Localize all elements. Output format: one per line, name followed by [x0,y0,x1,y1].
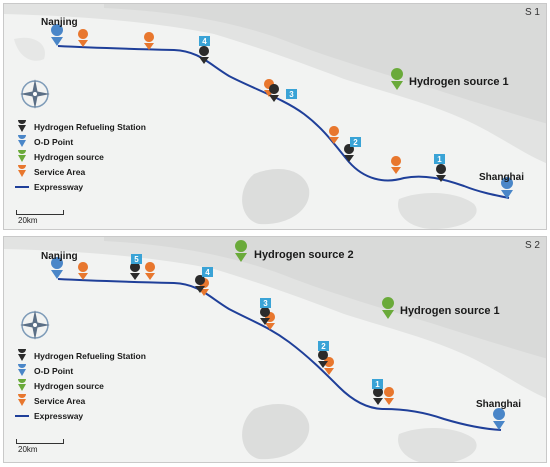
refueling-station-marker [130,262,141,280]
hydrogen-source-1-marker[interactable] [391,68,404,90]
service-area-marker [145,262,156,280]
pin-orange-icon [18,393,27,406]
legend-item: O-D Point [15,363,146,378]
refueling-station-marker [269,84,280,102]
pin-orange-icon [18,164,27,177]
panel-s1: 4 3 2 1 Nanjing Shanghai Hydrogen source… [3,3,547,230]
line-blue-icon [15,185,29,188]
pin-green-icon [18,149,27,162]
service-area-markers [78,29,402,174]
station-badge-label: 3 [263,299,268,308]
station-badge [131,254,142,264]
od-point-shanghai-marker[interactable] [493,408,506,430]
compass-rose-icon [20,79,50,109]
pin-black-icon [18,348,27,361]
refueling-station-marker [318,350,329,368]
scale-bar-label: 20km [18,216,38,225]
hydrogen-source-label: Hydrogen source 1 [409,76,509,88]
pin-blue-icon [18,134,27,147]
station-badge [286,89,297,99]
station-badge-label: 1 [437,155,442,164]
od-point-nanjing-marker[interactable] [51,257,64,279]
legend-label: Service Area [34,166,86,177]
service-area-marker [78,262,89,280]
legend: Hydrogen Refueling Station O-D Point Hyd… [15,348,146,423]
legend-label: Hydrogen Refueling Station [34,121,146,132]
pin-black-icon [18,119,27,132]
city-label-start: Nanjing [41,251,78,262]
pin-green-icon [18,378,27,391]
station-badges-s1: 4 3 2 1 [199,36,445,164]
station-badge [260,298,271,308]
refueling-station-markers [130,262,384,405]
service-area-marker [391,156,402,174]
station-badge-label: 4 [202,37,207,46]
legend-label: Hydrogen source [34,380,104,391]
station-badge-label: 1 [375,380,380,389]
map-canvas-s2: 5 4 3 2 1 [4,237,546,462]
station-badge [434,154,445,164]
service-area-marker [144,32,155,50]
service-area-marker [329,125,340,144]
legend-label: O-D Point [34,365,74,376]
station-badge [350,137,361,147]
hydrogen-source-label: Hydrogen source 1 [400,305,500,317]
station-badge-label: 5 [134,255,139,264]
od-point-nanjing-marker[interactable] [51,24,64,46]
legend-item: Hydrogen Refueling Station [15,119,146,134]
legend-label: Expressway [34,181,84,192]
station-badge [202,267,213,277]
station-badge [199,36,210,46]
legend-item: Service Area [15,393,146,408]
service-area-marker [265,312,276,330]
legend-label: O-D Point [34,136,74,147]
service-area-marker [78,29,89,47]
panel-s2: 5 4 3 2 1 Nanjing Shanghai Hydrogen sour… [3,236,547,463]
map-canvas-s1: 4 3 2 1 [4,4,546,229]
panel-tag: S 2 [524,240,540,251]
expressway-route [57,278,502,431]
legend-label: Hydrogen Refueling Station [34,350,146,361]
hydrogen-source-label: Hydrogen source 2 [254,249,354,261]
legend-label: Service Area [34,395,86,406]
station-badge-label: 4 [205,268,210,277]
legend-item: O-D Point [15,134,146,149]
hydrogen-source-1-marker[interactable] [382,297,395,319]
refueling-station-markers [199,46,447,182]
panel-tag: S 1 [524,7,540,18]
refueling-station-marker [195,275,206,293]
legend-label: Expressway [34,410,84,421]
station-badge-label: 3 [289,90,294,99]
od-point-shanghai-marker[interactable] [501,177,514,199]
compass-rose-icon [20,310,50,340]
refueling-station-marker [373,387,384,405]
station-badge-label: 2 [353,138,358,147]
expressway-route [57,45,510,199]
service-area-marker [384,387,395,405]
legend-item: Hydrogen source [15,149,146,164]
city-label-end: Shanghai [476,399,522,410]
legend-label: Hydrogen source [34,151,104,162]
legend-item: Service Area [15,164,146,179]
scale-bar-label: 20km [18,445,38,454]
legend-item: Expressway [15,408,146,423]
station-badges-s2: 5 4 3 2 1 [131,254,383,389]
refueling-station-marker [199,46,210,64]
legend-item: Hydrogen Refueling Station [15,348,146,363]
line-blue-icon [15,414,29,417]
pin-blue-icon [18,363,27,376]
refueling-station-marker [344,144,355,162]
city-label-start: Nanjing [41,17,78,28]
legend: Hydrogen Refueling Station O-D Point Hyd… [15,119,146,194]
station-badge [318,341,329,351]
city-label-end: Shanghai [479,172,525,183]
station-badge-label: 2 [321,342,326,351]
refueling-station-marker [260,307,271,325]
legend-item: Expressway [15,179,146,194]
station-badge [372,379,383,389]
hydrogen-source-2-marker[interactable] [235,240,248,262]
legend-item: Hydrogen source [15,378,146,393]
refueling-station-marker [436,163,447,182]
